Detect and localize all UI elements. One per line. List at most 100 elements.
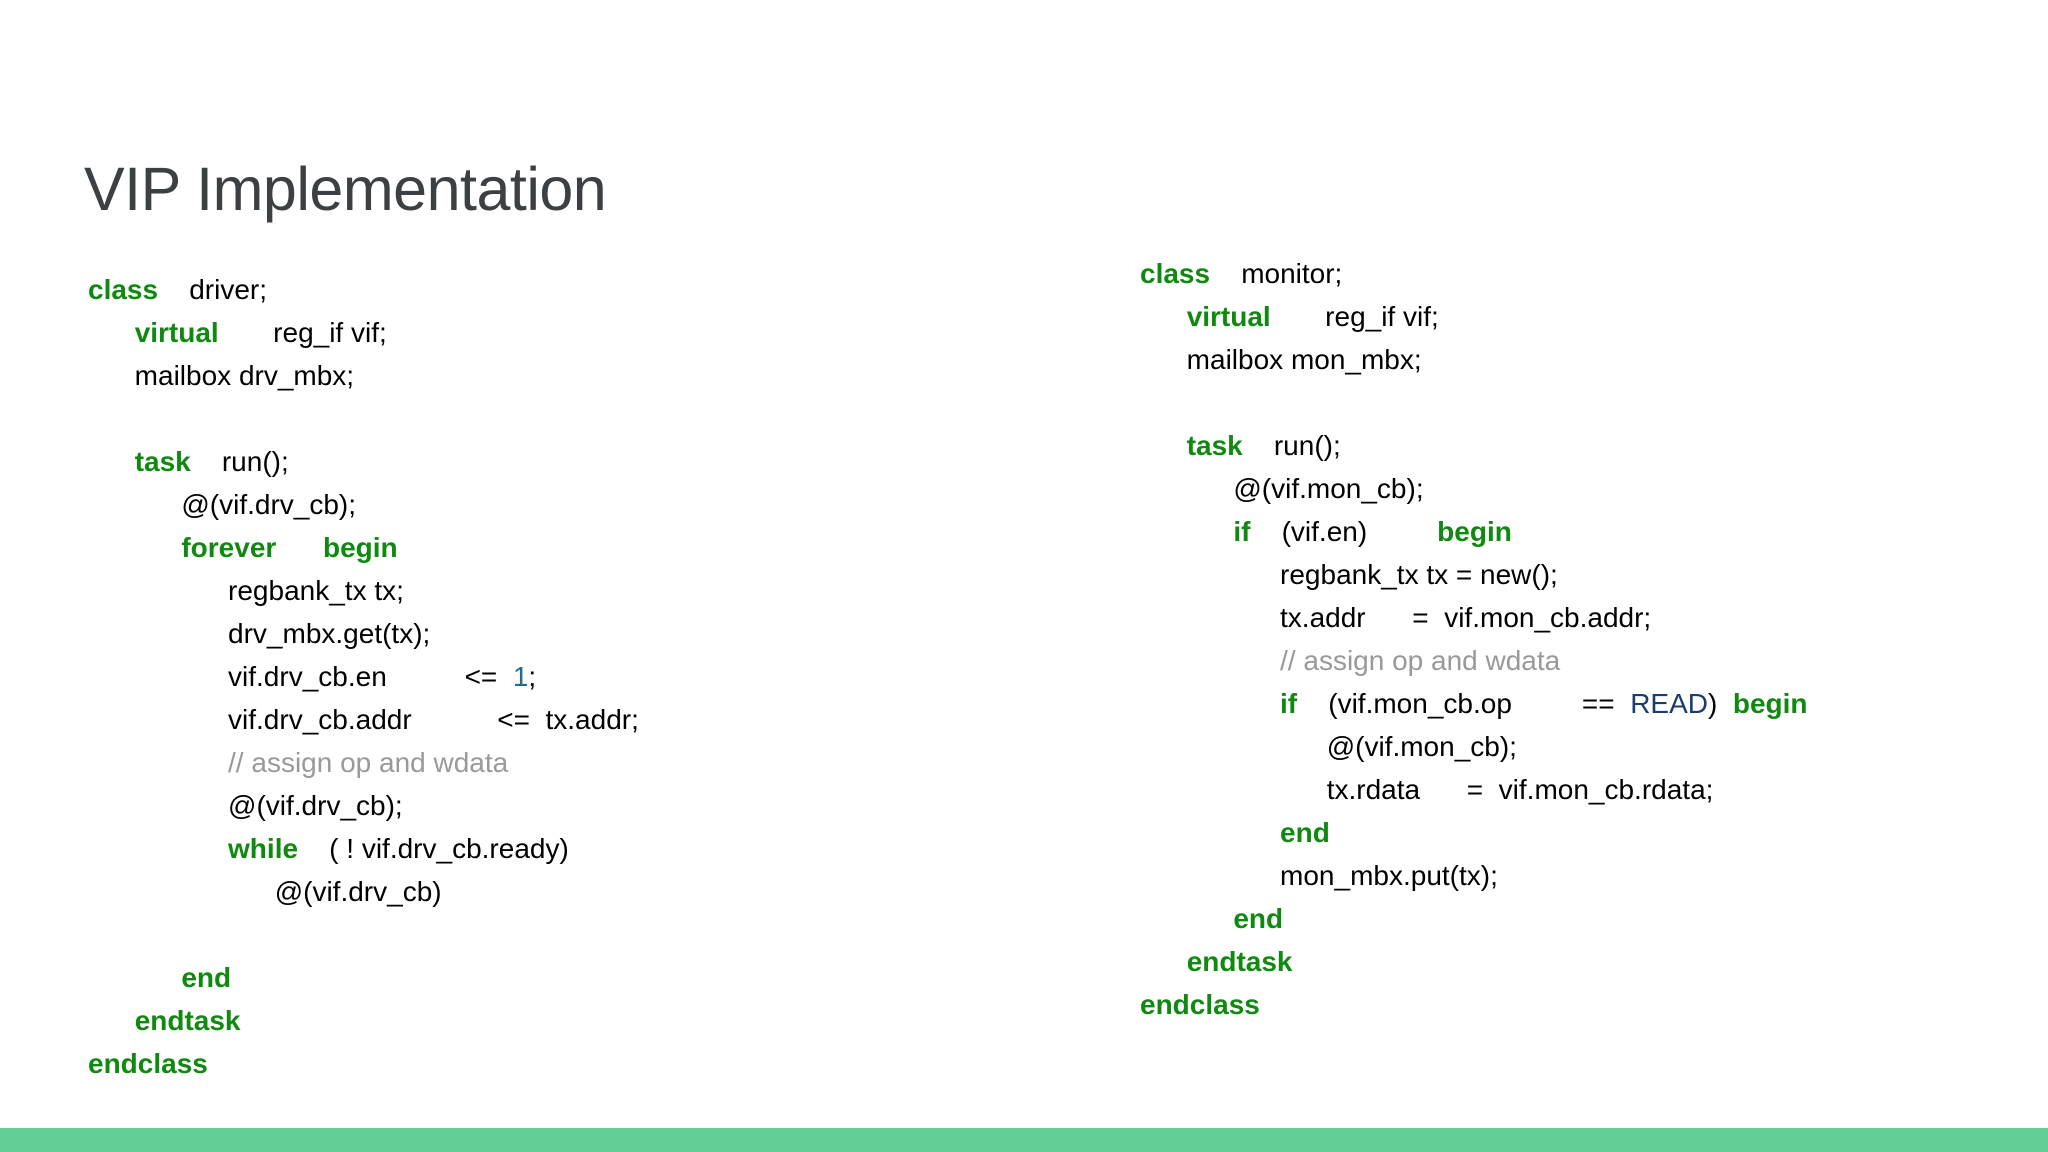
- page-title: VIP Implementation: [84, 154, 607, 223]
- code-line: end: [88, 956, 639, 999]
- code-token-kw: endtask: [1186, 946, 1293, 977]
- code-token-kw: if: [1280, 688, 1298, 719]
- code-token-plain: @(vif.mon_cb);: [1140, 731, 1517, 762]
- code-token-plain: drv_mbx.get(tx);: [88, 618, 431, 649]
- code-token-kw: virtual: [1186, 301, 1271, 332]
- code-token-kw: end: [181, 962, 232, 993]
- code-line: mon_mbx.put(tx);: [1140, 854, 1808, 897]
- code-line: endtask: [1140, 940, 1808, 983]
- code-line: @(vif.drv_cb);: [88, 483, 639, 526]
- code-line: tx.addr = vif.mon_cb.addr;: [1140, 596, 1808, 639]
- code-line: vif.drv_cb.en <= 1;: [88, 655, 639, 698]
- code-token-plain: ( ! vif.drv_cb.ready): [298, 833, 569, 864]
- code-line: [1140, 381, 1808, 424]
- code-token-plain: [1140, 946, 1187, 977]
- code-token-kw: while: [228, 833, 299, 864]
- code-line: [88, 397, 639, 440]
- code-line: endclass: [88, 1042, 639, 1085]
- code-token-plain: mon_mbx.put(tx);: [1140, 860, 1498, 891]
- code-token-plain: [1140, 516, 1233, 547]
- code-line: [88, 913, 639, 956]
- code-token-kw: task: [1186, 430, 1243, 461]
- code-token-kw: task: [134, 446, 191, 477]
- code-token-const: READ: [1630, 688, 1708, 719]
- code-line: endclass: [1140, 983, 1808, 1026]
- code-token-kw: begin: [1732, 688, 1808, 719]
- code-token-plain: vif.drv_cb.addr <= tx.addr;: [88, 704, 639, 735]
- code-token-plain: regbank_tx tx = new();: [1140, 559, 1558, 590]
- code-token-plain: [1140, 645, 1280, 676]
- code-line: virtual reg_if vif;: [88, 311, 639, 354]
- code-line: vif.drv_cb.addr <= tx.addr;: [88, 698, 639, 741]
- code-line: // assign op and wdata: [88, 741, 639, 784]
- code-line: @(vif.drv_cb);: [88, 784, 639, 827]
- code-line: end: [1140, 811, 1808, 854]
- code-token-kw: class: [1140, 258, 1211, 289]
- monitor-class-code-block: class monitor; virtual reg_if vif; mailb…: [1140, 252, 1808, 1026]
- code-line: mailbox drv_mbx;: [88, 354, 639, 397]
- code-token-kw: endclass: [88, 1048, 208, 1079]
- code-token-comment: // assign op and wdata: [228, 747, 509, 778]
- code-token-plain: mailbox drv_mbx;: [88, 360, 355, 391]
- bottom-accent-bar: [0, 1128, 2048, 1152]
- code-token-plain: [88, 962, 181, 993]
- code-line: if (vif.en) begin: [1140, 510, 1808, 553]
- code-token-plain: [1140, 430, 1187, 461]
- code-line: class driver;: [88, 268, 639, 311]
- code-line: @(vif.mon_cb);: [1140, 725, 1808, 768]
- code-line: regbank_tx tx = new();: [1140, 553, 1808, 596]
- code-token-kw: end: [1280, 817, 1330, 848]
- code-line: forever begin: [88, 526, 639, 569]
- code-token-kw: forever: [181, 532, 277, 563]
- code-line: virtual reg_if vif;: [1140, 295, 1808, 338]
- code-token-plain: [88, 317, 135, 348]
- code-token-kw: endclass: [1140, 989, 1260, 1020]
- code-line: class monitor;: [1140, 252, 1808, 295]
- code-line: // assign op and wdata: [1140, 639, 1808, 682]
- code-token-plain: @(vif.drv_cb);: [88, 790, 403, 821]
- code-token-plain: [1140, 903, 1233, 934]
- code-token-plain: reg_if vif;: [1270, 301, 1439, 332]
- code-token-plain: vif.drv_cb.en <=: [88, 661, 513, 692]
- code-token-plain: @(vif.mon_cb);: [1140, 473, 1424, 504]
- code-line: @(vif.mon_cb);: [1140, 467, 1808, 510]
- code-token-plain: [88, 532, 181, 563]
- code-token-plain: tx.rdata = vif.mon_cb.rdata;: [1140, 774, 1714, 805]
- code-token-plain: [1140, 301, 1187, 332]
- code-line: task run();: [1140, 424, 1808, 467]
- code-token-comment: // assign op and wdata: [1280, 645, 1561, 676]
- code-token-plain: ;: [528, 661, 537, 692]
- code-token-plain: ): [1707, 688, 1733, 719]
- code-token-plain: monitor;: [1210, 258, 1343, 289]
- code-line: tx.rdata = vif.mon_cb.rdata;: [1140, 768, 1808, 811]
- code-token-plain: run();: [1242, 430, 1341, 461]
- code-token-plain: [88, 1005, 135, 1036]
- code-token-plain: [88, 747, 228, 778]
- code-line: drv_mbx.get(tx);: [88, 612, 639, 655]
- code-token-plain: [88, 833, 228, 864]
- driver-class-code-block: class driver; virtual reg_if vif; mailbo…: [88, 268, 639, 1085]
- code-token-kw: end: [1233, 903, 1284, 934]
- code-token-kw: if: [1233, 516, 1251, 547]
- code-token-plain: [88, 446, 135, 477]
- code-token-plain: driver;: [158, 274, 267, 305]
- code-line: while ( ! vif.drv_cb.ready): [88, 827, 639, 870]
- code-line: end: [1140, 897, 1808, 940]
- code-token-kw: virtual: [134, 317, 219, 348]
- code-line: @(vif.drv_cb): [88, 870, 639, 913]
- code-line: mailbox mon_mbx;: [1140, 338, 1808, 381]
- code-line: if (vif.mon_cb.op == READ) begin: [1140, 682, 1808, 725]
- code-token-plain: mailbox mon_mbx;: [1140, 344, 1422, 375]
- code-token-plain: tx.addr = vif.mon_cb.addr;: [1140, 602, 1652, 633]
- code-token-kw: begin: [322, 532, 398, 563]
- code-line: endtask: [88, 999, 639, 1042]
- code-token-plain: [1140, 688, 1280, 719]
- code-token-plain: run();: [190, 446, 289, 477]
- code-token-kw: class: [88, 274, 159, 305]
- code-token-plain: regbank_tx tx;: [88, 575, 404, 606]
- code-token-plain: [1140, 817, 1280, 848]
- code-line: task run();: [88, 440, 639, 483]
- code-token-plain: reg_if vif;: [218, 317, 387, 348]
- code-token-kw: begin: [1437, 516, 1512, 547]
